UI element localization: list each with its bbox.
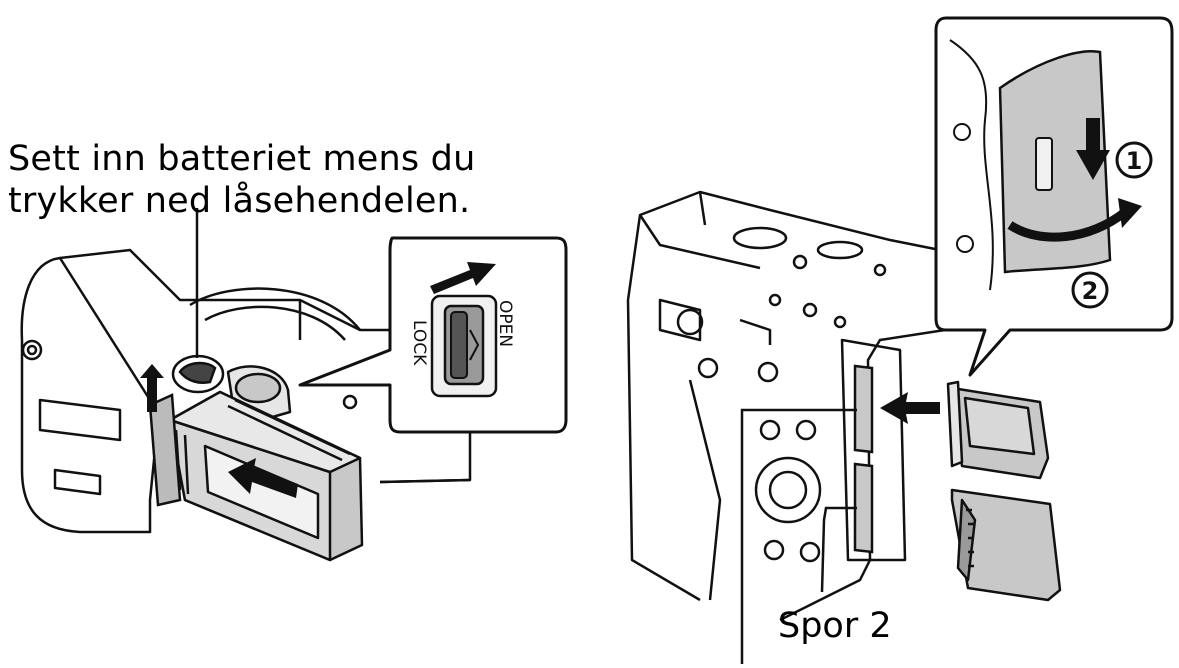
lock-lever — [171, 354, 225, 394]
insert-battery-arrow — [228, 458, 298, 498]
caption-line-2: trykker ned låsehendelen. — [8, 181, 471, 221]
lock-switch-callout: LOCK OPEN — [298, 236, 568, 434]
slot-leader-lines — [740, 408, 857, 664]
memory-card-1 — [946, 380, 1050, 480]
battery-instruction-caption: Sett inn batteriet mens du trykker ned l… — [8, 138, 528, 222]
camera-body-left — [20, 248, 472, 534]
cover-callout: 1 2 — [934, 16, 1174, 377]
lock-label: LOCK — [409, 320, 429, 366]
step-2-number: 2 — [1082, 277, 1099, 305]
caption-line-1: Sett inn batteriet mens du — [8, 139, 476, 179]
battery-door — [226, 365, 292, 422]
open-label: OPEN — [495, 300, 515, 347]
card-slots — [853, 364, 874, 554]
step-1-number: 1 — [1126, 147, 1143, 175]
memory-card-2 — [950, 488, 1062, 602]
lock-lever-up-arrow — [140, 364, 164, 412]
battery-slot-edge — [148, 393, 182, 507]
insert-card-arrow — [880, 392, 940, 424]
slot-2-label: Spor 2 — [778, 606, 892, 646]
